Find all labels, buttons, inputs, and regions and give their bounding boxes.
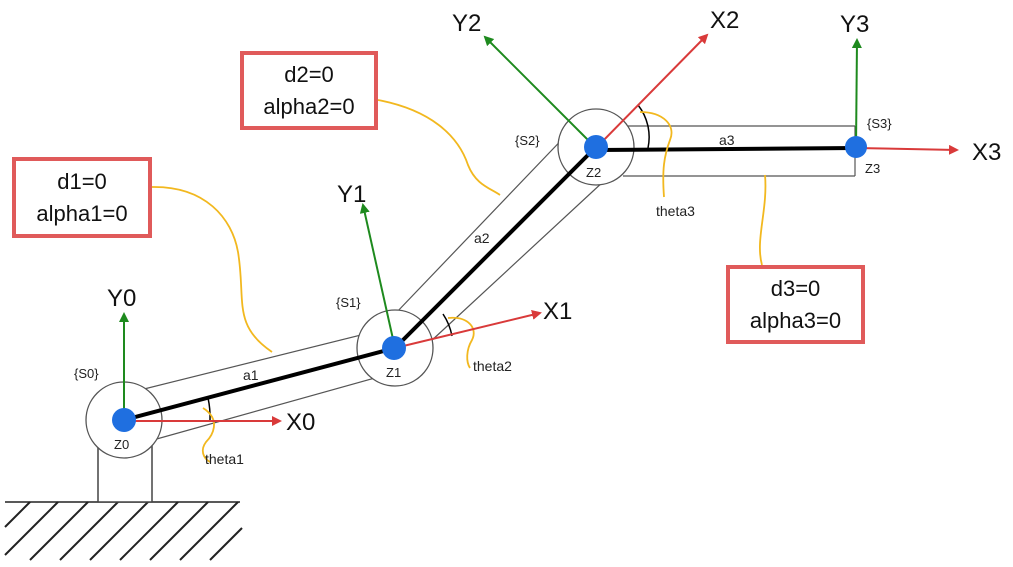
param-box-link1: d1=0 alpha1=0 — [12, 157, 152, 238]
axes-y — [119, 35, 862, 420]
joint-label-z1: Z1 — [386, 365, 401, 380]
angle-arcs — [207, 104, 650, 421]
param-alpha2: alpha2=0 — [263, 93, 355, 119]
param-box-link3: d3=0 alpha3=0 — [726, 265, 865, 344]
axis-label-x1: X1 — [543, 298, 572, 325]
angle-label-theta2: theta2 — [473, 358, 512, 374]
link-label-a2: a2 — [474, 230, 490, 246]
param-box-link2: d2=0 alpha2=0 — [240, 51, 378, 130]
param-alpha1: alpha1=0 — [36, 200, 128, 226]
axis-label-y0: Y0 — [107, 285, 136, 312]
axis-label-y3: Y3 — [840, 11, 869, 38]
joint-rings — [85, 108, 635, 459]
ground — [4, 501, 243, 561]
param-d3: d3=0 — [770, 275, 821, 301]
link-housings — [127, 125, 856, 448]
axis-label-x3: X3 — [972, 139, 1001, 166]
param-alpha3: alpha3=0 — [749, 307, 842, 333]
axis-label-x0: X0 — [286, 409, 315, 436]
links — [122, 145, 858, 422]
angle-label-theta1: theta1 — [205, 451, 244, 467]
joint-label-z3: Z3 — [865, 161, 880, 176]
axis-label-y2: Y2 — [452, 10, 481, 37]
axis-label-y1: Y1 — [337, 181, 366, 208]
link-label-a1: a1 — [243, 367, 259, 383]
angle-label-theta3: theta3 — [656, 203, 695, 219]
link-label-a3: a3 — [719, 132, 735, 148]
joint-centers — [112, 135, 867, 432]
frame-label-s3: {S3} — [867, 116, 892, 131]
axis-label-x2: X2 — [710, 7, 739, 34]
frame-label-s1: {S1} — [336, 295, 361, 310]
leader-lines — [151, 99, 767, 463]
frame-label-s2: {S2} — [515, 133, 540, 148]
joint-label-z2: Z2 — [586, 165, 601, 180]
param-d2: d2=0 — [284, 61, 334, 87]
param-d1: d1=0 — [57, 168, 107, 194]
frame-label-s0: {S0} — [74, 366, 99, 381]
axes-x — [124, 33, 959, 426]
joint-label-z0: Z0 — [114, 437, 129, 452]
